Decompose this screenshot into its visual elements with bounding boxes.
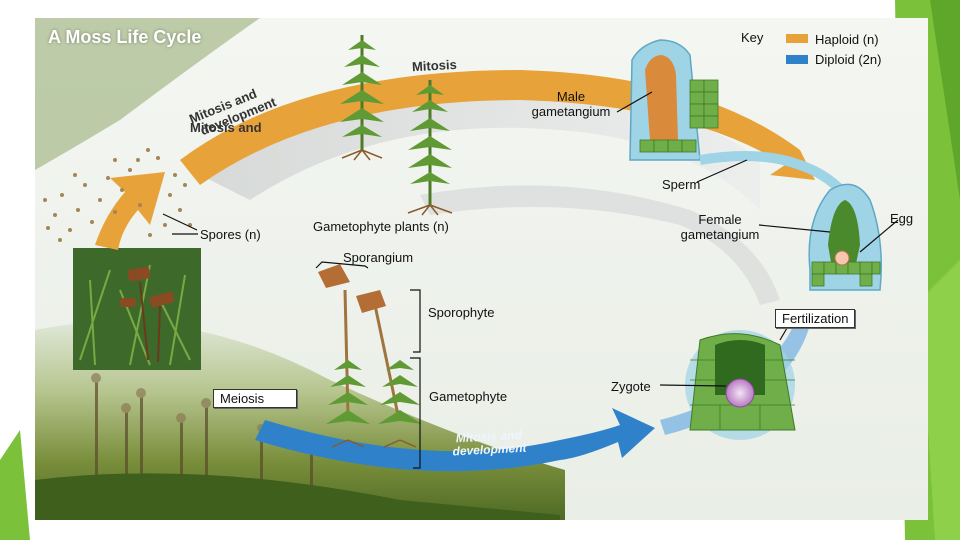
male-gametangium-label: Male gametangium: [524, 89, 618, 119]
sporophyte-label: Sporophyte: [428, 305, 495, 320]
female-gametangium-label: Female gametangium: [672, 212, 768, 242]
key-haploid-label: Haploid (n): [815, 32, 879, 47]
mitosis-dev-bottom-label: Mitosis and development: [451, 428, 527, 459]
gametophyte-label: Gametophyte: [429, 389, 507, 404]
mitosis-top-label: Mitosis: [412, 57, 458, 74]
diploid-swatch: [786, 55, 808, 64]
spores-label: Spores (n): [200, 227, 261, 242]
sporophyte-photo: [73, 248, 201, 370]
sperm-label: Sperm: [662, 177, 700, 192]
meiosis-label: Meiosis: [213, 389, 297, 408]
key-diploid-label: Diploid (2n): [815, 52, 881, 67]
gametophyte-plants-label: Gametophyte plants (n): [313, 219, 449, 234]
sporangium-label: Sporangium: [343, 250, 413, 265]
zygote-cell: [685, 330, 795, 440]
page-title: A Moss Life Cycle: [48, 27, 201, 48]
egg-label: Egg: [890, 211, 913, 226]
zygote-label: Zygote: [611, 379, 651, 394]
fertilization-label: Fertilization: [775, 309, 855, 328]
haploid-swatch: [786, 34, 808, 43]
key-heading: Key: [741, 30, 763, 45]
